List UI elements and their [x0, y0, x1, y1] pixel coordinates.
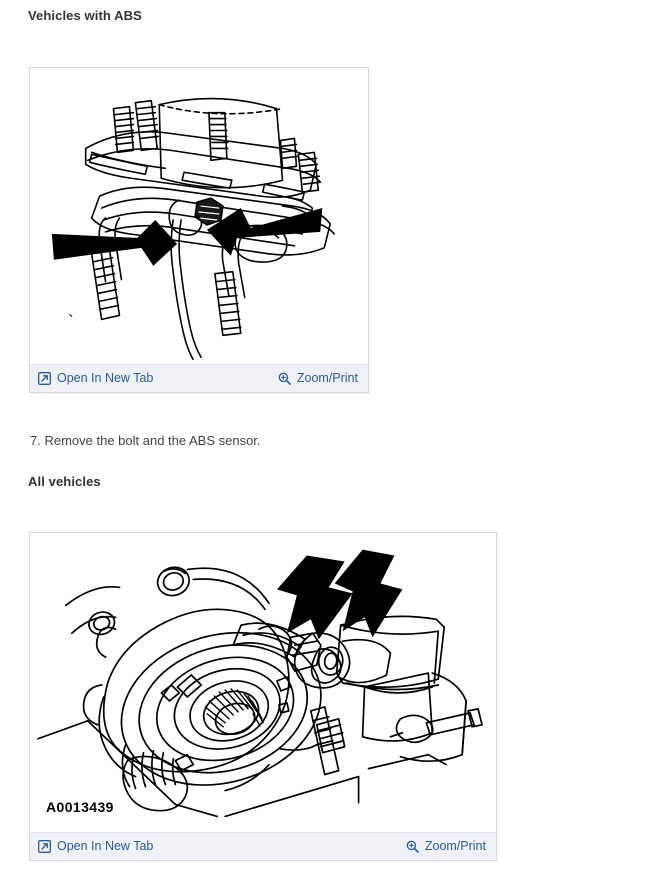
zoom-print-label: Zoom/Print: [424, 839, 486, 854]
open-in-new-tab-button[interactable]: Open In New Tab: [38, 840, 153, 853]
hub-abs-sensor-drawing: [51, 97, 335, 360]
magnifier-plus-icon: [406, 840, 419, 853]
figure-code-label: A0013439: [46, 799, 114, 815]
open-in-new-tab-button[interactable]: Open In New Tab: [38, 372, 153, 385]
figure-caliper-vise: A0013439 Open In New Tab: [29, 532, 497, 861]
zoom-print-button[interactable]: Zoom/Print: [278, 372, 358, 385]
figure-toolbar: Open In New Tab Zoom/Print: [30, 832, 496, 860]
figure-abs-sensor: Open In New Tab Zoom/Print: [29, 67, 369, 393]
section-heading-vehicles-with-abs: Vehicles with ABS: [28, 8, 142, 23]
figure-abs-sensor-illustration: [30, 68, 368, 365]
open-in-new-tab-icon: [38, 840, 51, 853]
zoom-print-label: Zoom/Print: [296, 371, 358, 386]
open-in-new-tab-label: Open In New Tab: [57, 839, 154, 854]
caliper-hub-vise-drawing: [37, 549, 483, 818]
figure-toolbar: Open In New Tab Zoom/Print: [30, 364, 368, 392]
callout-arrow-right: [206, 208, 323, 256]
magnifier-plus-icon: [278, 372, 291, 385]
open-in-new-tab-label: Open In New Tab: [57, 371, 154, 386]
figure-caliper-vise-illustration: [30, 533, 496, 833]
section-heading-all-vehicles: All vehicles: [28, 474, 101, 489]
zoom-print-button[interactable]: Zoom/Print: [406, 840, 486, 853]
open-in-new-tab-icon: [38, 372, 51, 385]
callout-arrow-right: [334, 549, 403, 638]
callout-arrow-left: [276, 555, 353, 640]
procedure-step-text: 7. Remove the bolt and the ABS sensor.: [30, 433, 261, 448]
callout-arrow-left: [51, 219, 178, 266]
